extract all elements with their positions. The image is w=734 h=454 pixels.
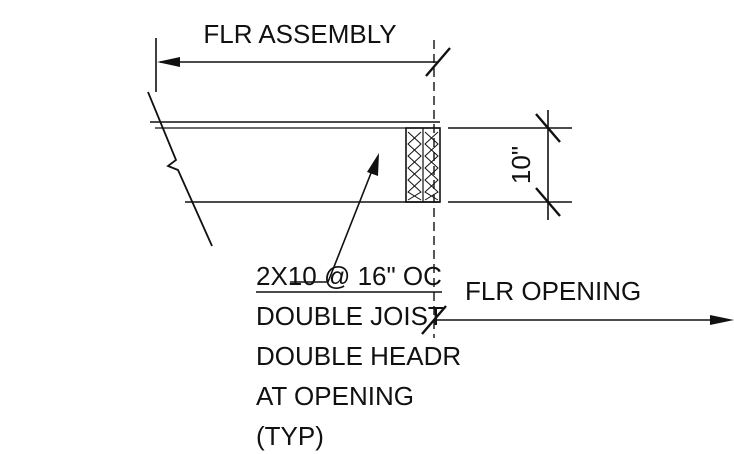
floor-opening-dimension: FLR OPENING <box>421 276 734 335</box>
depth-label: 10" <box>506 146 536 184</box>
floor-joist-section <box>150 121 440 203</box>
note-leader-line <box>290 167 374 283</box>
floor-assembly-arrowhead <box>157 57 180 67</box>
header-lumber-hatch-right <box>424 131 439 201</box>
floor-opening-label: FLR OPENING <box>465 276 641 306</box>
floor-assembly-dimension: FLR ASSEMBLY <box>155 19 451 92</box>
note-line-4: AT OPENING <box>256 381 414 411</box>
note-line-3: DOUBLE HEADR <box>256 341 461 371</box>
floor-assembly-tick <box>425 47 451 77</box>
floor-opening-arrowhead <box>710 315 734 325</box>
floor-assembly-label: FLR ASSEMBLY <box>203 19 396 49</box>
note-leader-arrowhead <box>367 153 379 176</box>
header-lumber-hatch-left-2 <box>407 131 422 201</box>
note-line-5: (TYP) <box>256 421 324 451</box>
framing-note: 2X10 @ 16" OC DOUBLE JOIST DOUBLE HEADR … <box>256 261 461 451</box>
break-line-zigzag <box>147 91 213 247</box>
depth-tick-top <box>535 113 561 143</box>
floor-opening-tick <box>421 305 447 335</box>
note-line-1: 2X10 @ 16" OC <box>256 261 442 291</box>
double-header <box>405 127 441 203</box>
depth-dimension: 10" <box>448 110 572 220</box>
note-leader <box>290 153 379 283</box>
note-line-2: DOUBLE JOIST <box>256 301 444 331</box>
header-lumber-hatch-right-2 <box>424 131 439 201</box>
break-line <box>147 91 213 247</box>
header-lumber-hatch-left <box>407 131 422 201</box>
depth-tick-bottom <box>535 187 561 217</box>
